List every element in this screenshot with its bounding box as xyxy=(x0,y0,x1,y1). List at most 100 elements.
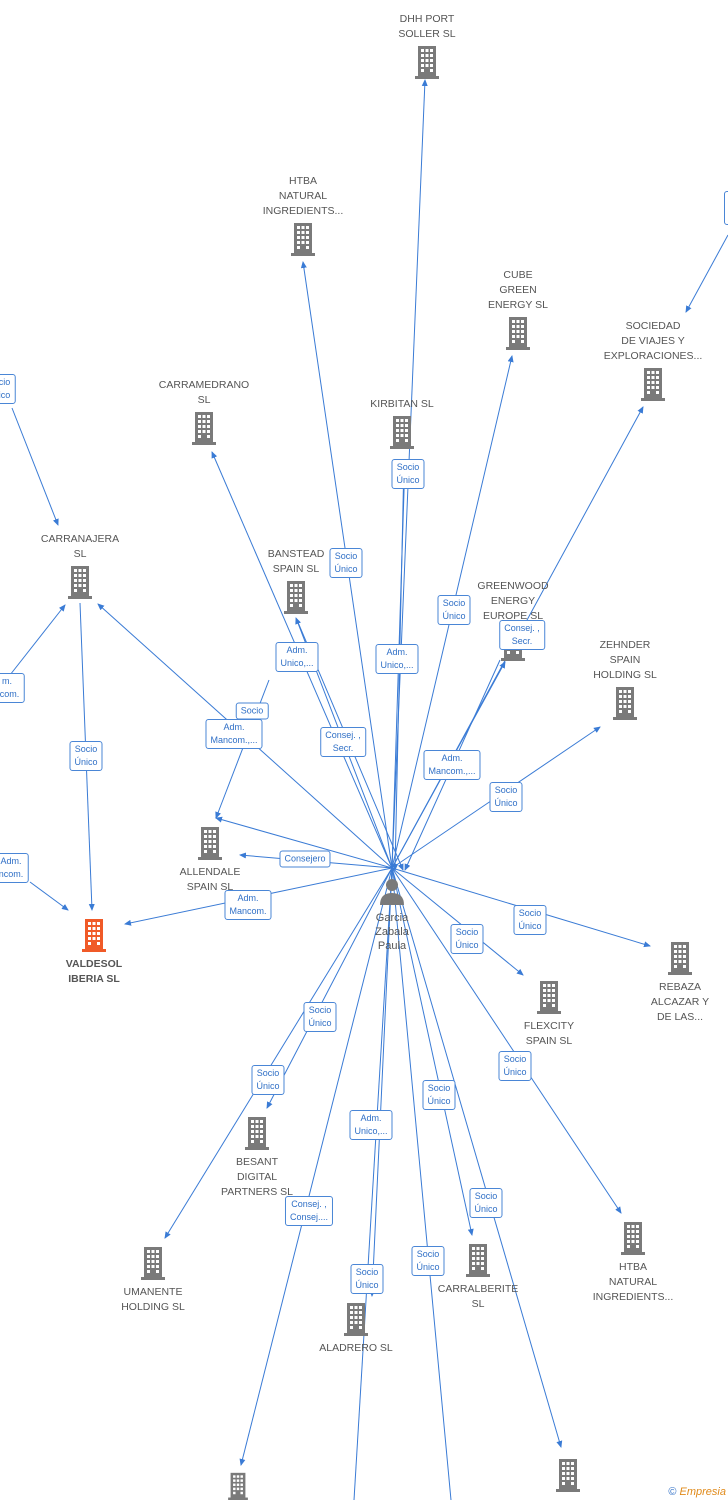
relationship-edge-25 xyxy=(11,407,59,526)
node-label: GREENWOOD ENERGY EUROPE SL xyxy=(477,580,549,622)
role-badge[interactable]: Adm. Unico,... xyxy=(375,644,419,674)
node-htba-natural-1[interactable]: HTBA NATURAL INGREDIENTS... xyxy=(238,175,368,261)
role-badge[interactable]: Socio Único xyxy=(69,741,103,771)
node-aladrero[interactable]: ALADRERO SL xyxy=(291,1302,421,1356)
role-badge[interactable]: Socio Único xyxy=(251,1065,285,1095)
building-icon xyxy=(29,918,159,957)
relationship-edge-20 xyxy=(391,867,452,1500)
role-badge[interactable]: Consej. , Secr. xyxy=(499,620,545,650)
copyright-mark: © xyxy=(668,1486,677,1498)
building-icon xyxy=(238,222,368,261)
node-label: CARRAMEDRANO SL xyxy=(158,379,250,406)
role-badge[interactable]: Socio Único xyxy=(422,1080,456,1110)
building-icon xyxy=(192,1116,322,1155)
node-besant-digital[interactable]: BESANT DIGITAL PARTNERS SL xyxy=(192,1116,322,1200)
building-icon xyxy=(291,1302,421,1341)
relationship-edge-10 xyxy=(215,816,393,869)
role-badge[interactable]: Adm. Unico,... xyxy=(349,1110,393,1140)
relationship-edge-17 xyxy=(164,867,393,1239)
node-valdesol-iberia[interactable]: VALDESOL IBERIA SL xyxy=(29,918,159,987)
node-label: FLEXCITY SPAIN SL xyxy=(523,1020,575,1047)
node-sociedad-viajes[interactable]: SOCIEDAD DE VIAJES Y EXPLORACIONES... xyxy=(588,320,718,406)
building-icon xyxy=(560,686,690,725)
building-icon xyxy=(231,580,361,619)
role-badge[interactable]: Socio Único xyxy=(513,905,547,935)
person-icon xyxy=(377,879,407,910)
relationship-edge-18 xyxy=(391,867,474,1236)
building-icon xyxy=(503,1458,633,1497)
role-badge[interactable]: Socio Único xyxy=(303,1002,337,1032)
role-badge[interactable]: Socio Único xyxy=(469,1188,503,1218)
node-rebaza-alcazar[interactable]: REBAZA ALCAZAR Y DE LAS... xyxy=(615,941,728,1025)
role-badge[interactable]: m. ncom. xyxy=(0,673,25,703)
node-label: BESANT DIGITAL PARTNERS SL xyxy=(221,1156,293,1198)
node-banstead[interactable]: BANSTEAD SPAIN SL xyxy=(231,548,361,619)
node-label: VALDESOL IBERIA SL xyxy=(65,958,123,985)
brand-name: Empresia xyxy=(679,1486,726,1498)
role-badge[interactable]: Socio Único xyxy=(498,1051,532,1081)
node-flexcity[interactable]: FLEXCITY SPAIN SL xyxy=(484,980,614,1049)
building-icon xyxy=(568,1221,698,1260)
building-icon xyxy=(173,1472,303,1505)
building-icon xyxy=(453,316,583,355)
node-label: UMANENTE HOLDING SL xyxy=(121,1286,185,1313)
building-icon xyxy=(484,980,614,1019)
node-label: CUBE GREEN ENERGY SL xyxy=(488,269,548,311)
node-label: SOCIEDAD DE VIAJES Y EXPLORACIONES... xyxy=(603,320,703,362)
building-icon xyxy=(337,415,467,454)
role-badge[interactable]: Socio Único xyxy=(411,1246,445,1276)
offscreen-badge-edge xyxy=(724,191,728,225)
role-badge[interactable]: Socio Único xyxy=(437,595,471,625)
node-bottom-right[interactable] xyxy=(503,1458,633,1497)
relationship-edge-19 xyxy=(353,867,393,1500)
role-badge[interactable]: Socio Único xyxy=(391,459,425,489)
role-badge[interactable]: Adm. Mancom. xyxy=(224,890,272,920)
node-label: KIRBITAN SL xyxy=(370,398,434,410)
role-badge[interactable]: Socio xyxy=(235,702,269,720)
role-badge[interactable]: Socio Único xyxy=(489,782,523,812)
role-badge[interactable]: ocio nico xyxy=(0,374,16,404)
relationship-edge-27 xyxy=(29,881,69,911)
building-icon xyxy=(362,45,492,84)
node-zehnder[interactable]: ZEHNDER SPAIN HOLDING SL xyxy=(560,639,690,725)
node-umanente[interactable]: UMANENTE HOLDING SL xyxy=(88,1246,218,1315)
role-badge[interactable]: Consej. , Secr. xyxy=(320,727,366,757)
node-bottom-left[interactable] xyxy=(173,1472,303,1505)
node-dhh-port-soller[interactable]: DHH PORT SOLLER SL xyxy=(362,13,492,84)
role-badge[interactable]: Consej. , Consej.... xyxy=(284,1196,334,1226)
role-badge[interactable]: Socio Único xyxy=(450,924,484,954)
role-badge[interactable]: Adm. Mancom.,... xyxy=(423,750,481,780)
empresia-logo: © Empresia xyxy=(668,1486,726,1498)
center-person-node[interactable]: Garcia Zabala Paula xyxy=(352,876,432,953)
role-badge[interactable]: Consejero xyxy=(279,850,331,868)
node-label: CARRALBERITE SL xyxy=(437,1283,519,1310)
relationship-edge-23 xyxy=(369,867,393,1297)
node-label: REBAZA ALCAZAR Y DE LAS... xyxy=(650,981,710,1023)
relationship-edge-21 xyxy=(239,867,393,1466)
node-allendale[interactable]: ALLENDALE SPAIN SL xyxy=(145,826,275,895)
relationship-edge-16 xyxy=(266,867,393,1109)
node-carramedrano[interactable]: CARRAMEDRANO SL xyxy=(139,379,269,450)
node-kirbitan[interactable]: KIRBITAN SL xyxy=(337,398,467,454)
building-icon xyxy=(139,411,269,450)
role-badge[interactable]: Adm. Mancom.,... xyxy=(205,719,263,749)
role-badge[interactable]: Socio Único xyxy=(350,1264,384,1294)
node-label: HTBA NATURAL INGREDIENTS... xyxy=(592,1261,674,1303)
relationship-edge-30 xyxy=(215,679,270,819)
building-icon xyxy=(588,367,718,406)
node-greenwood[interactable]: GREENWOOD ENERGY EUROPE SL xyxy=(448,580,578,666)
node-label: ZEHNDER SPAIN HOLDING SL xyxy=(593,639,657,681)
node-label: CARRANAJERA SL xyxy=(40,533,120,560)
relationship-edge-28 xyxy=(685,234,728,313)
building-icon xyxy=(88,1246,218,1285)
node-cube-green-energy[interactable]: CUBE GREEN ENERGY SL xyxy=(453,269,583,355)
building-icon xyxy=(15,565,145,604)
node-carranajera[interactable]: CARRANAJERA SL xyxy=(15,533,145,604)
role-badge[interactable]: Socio Único xyxy=(329,548,363,578)
role-badge[interactable]: Adm. ncom. xyxy=(0,853,29,883)
relationship-edge-15 xyxy=(391,867,622,1214)
node-htba-natural-2[interactable]: HTBA NATURAL INGREDIENTS... xyxy=(568,1221,698,1305)
role-badge[interactable]: Adm. Unico,... xyxy=(275,642,319,672)
relationship-edge-14 xyxy=(391,867,524,976)
node-carralberite[interactable]: CARRALBERITE SL xyxy=(413,1243,543,1312)
